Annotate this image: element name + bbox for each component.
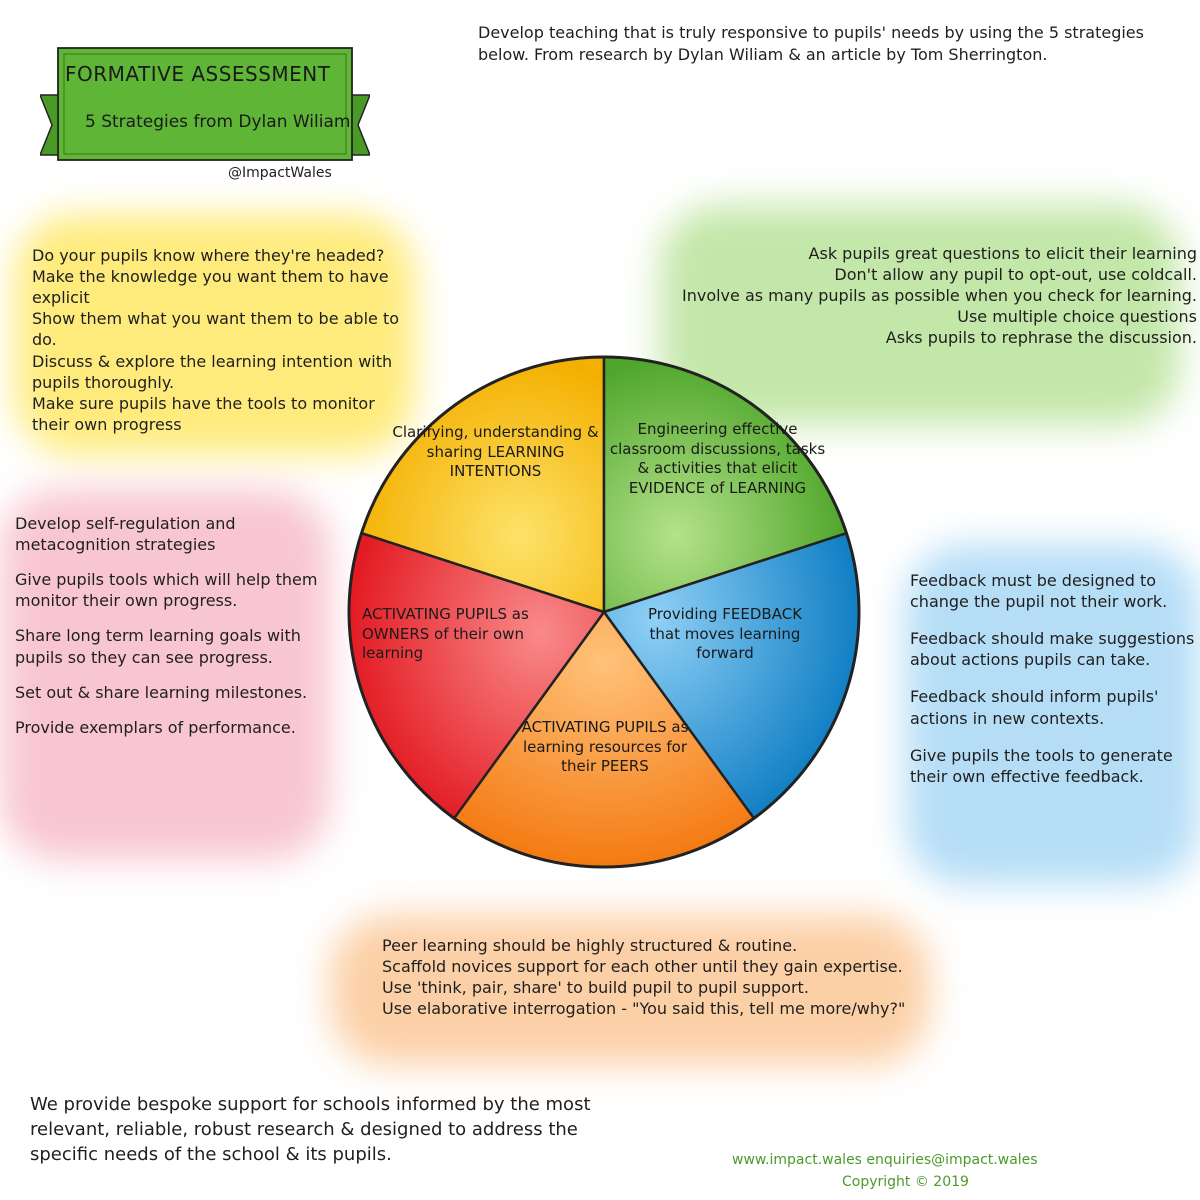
orange-wash bbox=[330, 915, 930, 1065]
note: Feedback must be designed to change the … bbox=[910, 571, 1168, 612]
intro-text: Develop teaching that is truly responsiv… bbox=[478, 23, 1144, 64]
note: Ask pupils great questions to elicit the… bbox=[808, 244, 1197, 263]
note: Use multiple choice questions bbox=[957, 307, 1197, 327]
blue-wash bbox=[905, 545, 1200, 885]
yellow-wash bbox=[15, 215, 415, 455]
page-title: Formative Assessment bbox=[65, 62, 331, 86]
note: Develop self-regulation and metacognitio… bbox=[15, 514, 236, 555]
note: Show them what you want them to be able … bbox=[32, 309, 400, 350]
note: Provide exemplars of performance. bbox=[15, 717, 296, 737]
note: Share long term learning goals with pupi… bbox=[15, 626, 301, 667]
note: Don't allow any pupil to opt-out, use co… bbox=[834, 265, 1197, 285]
note: Make sure pupils have the tools to monit… bbox=[32, 393, 375, 434]
label-owners: ACTIVATING PUPILS as OWNERS of their own… bbox=[362, 605, 529, 662]
closing-statement: We provide bespoke support for schools i… bbox=[30, 1094, 591, 1165]
title-banner bbox=[40, 47, 370, 161]
pink-wash bbox=[0, 490, 330, 860]
note: Do your pupils know where they're headed… bbox=[32, 246, 385, 265]
note: Involve as many pupils as possible when … bbox=[681, 286, 1197, 306]
note: Peer learning should be highly structure… bbox=[382, 936, 798, 955]
note: Feedback should make suggestions about a… bbox=[910, 629, 1195, 670]
feedback-notes: Feedback must be designed to change the … bbox=[910, 570, 1195, 803]
twitter-handle: @ImpactWales bbox=[228, 165, 332, 181]
page-subtitle: 5 Strategies from Dylan Wiliam bbox=[85, 112, 351, 132]
note: Scaffold novices support for each other … bbox=[382, 957, 903, 977]
contact-links: www.impact.wales enquiries@impact.wales bbox=[732, 1152, 1038, 1168]
peers-notes: Peer learning should be highly structure… bbox=[382, 935, 942, 1019]
label-peers: ACTIVATING PUPILS as learning resources … bbox=[521, 718, 689, 775]
copyright: Copyright © 2019 bbox=[842, 1174, 969, 1190]
note: Give pupils the tools to generate their … bbox=[910, 745, 1173, 786]
note: Use elaborative interrogation - "You sai… bbox=[382, 999, 906, 1019]
note: Use 'think, pair, share' to build pupil … bbox=[382, 978, 809, 998]
evidence-notes: Ask pupils great questions to elicit the… bbox=[672, 243, 1197, 349]
note: Feedback should inform pupils' actions i… bbox=[910, 687, 1159, 728]
learning-intentions-notes: Do your pupils know where they're headed… bbox=[32, 245, 412, 435]
note: Set out & share learning milestones. bbox=[15, 682, 308, 702]
green-wash bbox=[660, 205, 1180, 425]
label-feedback: Providing FEEDBACK that moves learning f… bbox=[647, 605, 803, 662]
note: Discuss & explore the learning intention… bbox=[32, 351, 393, 392]
owners-notes: Develop self-regulation and metacognitio… bbox=[15, 513, 325, 752]
note: Make the knowledge you want them to have… bbox=[32, 267, 389, 308]
label-learning-intentions: Clarifying, understanding & sharing LEAR… bbox=[392, 423, 599, 480]
note: Give pupils tools which will help them m… bbox=[15, 570, 318, 611]
label-evidence-of-learning: Engineering effective classroom discussi… bbox=[609, 420, 826, 497]
note: Asks pupils to rephrase the discussion. bbox=[885, 328, 1197, 348]
strategy-wheel bbox=[347, 355, 861, 869]
